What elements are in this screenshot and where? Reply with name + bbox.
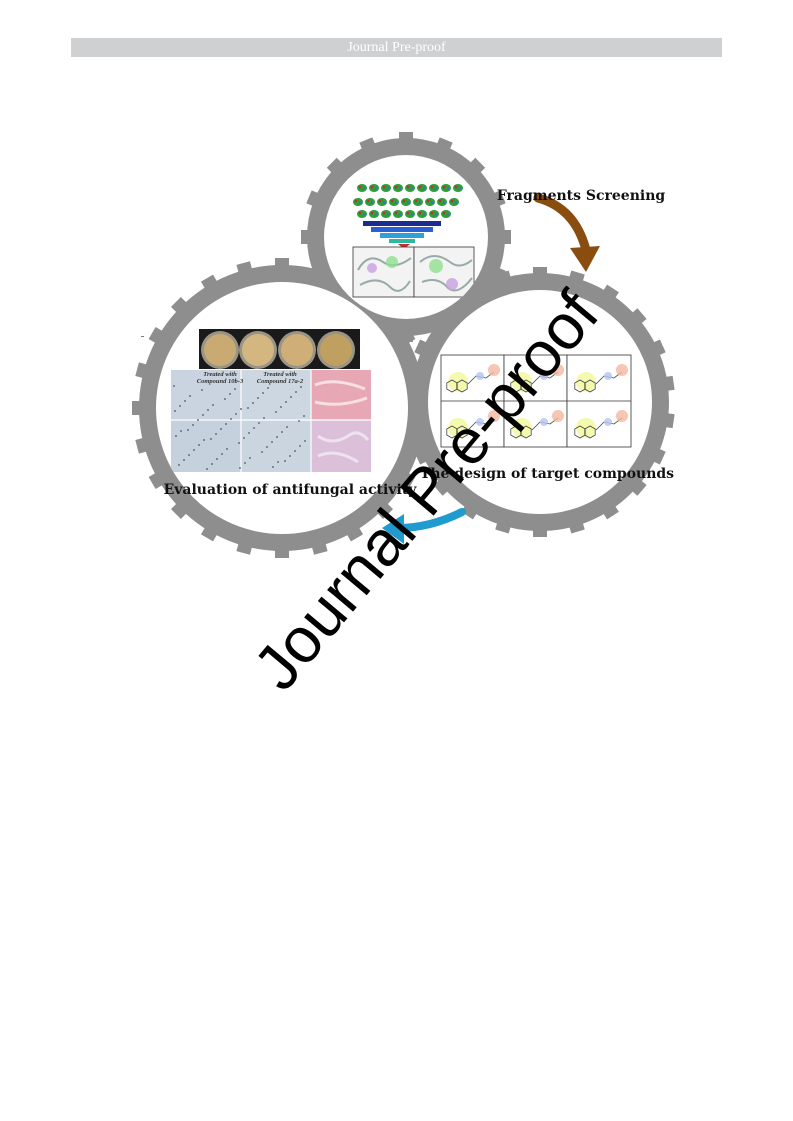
journal-header-text: Journal Pre-proof	[347, 40, 446, 55]
gear-icon	[405, 267, 675, 537]
docking-panel-left	[352, 246, 415, 298]
curved-arrow-icon	[533, 193, 591, 255]
antifungal-evaluation-label: Evaluation of antifungal activity	[164, 482, 418, 498]
cell-label-2-compound: Compound 17a-2	[257, 378, 304, 385]
design-panel	[428, 290, 652, 514]
stray-mark	[141, 336, 144, 337]
micrograph-cell	[171, 420, 241, 472]
antifungal-panel: Treated with Compound 10b-3 Treated with…	[156, 282, 408, 534]
funnel-bar	[371, 227, 433, 232]
docking-panel-right	[413, 246, 475, 298]
arrow-head-brown	[570, 246, 600, 272]
funnel-icon	[363, 221, 441, 226]
arrow-head-blue	[382, 514, 404, 544]
journal-header-bar: Journal Pre-proof	[71, 38, 722, 57]
funnel-tip	[398, 244, 410, 249]
fragment-molecule-grid	[353, 184, 463, 218]
cell-label-1: Treated with	[203, 371, 237, 378]
micrograph-cell	[171, 370, 241, 420]
tissue-cell	[311, 370, 371, 420]
funnel-bar	[389, 239, 415, 243]
funnel-bar	[380, 233, 424, 238]
fragments-panel	[324, 155, 488, 319]
fragments-screening-label: Fragments Screening	[497, 188, 666, 204]
cell-label-2: Treated with	[263, 371, 297, 378]
tissue-cell	[311, 420, 371, 472]
cell-label-1-compound: Compound 10b-3	[197, 378, 244, 385]
design-compounds-label: The design of target compounds	[420, 466, 674, 482]
